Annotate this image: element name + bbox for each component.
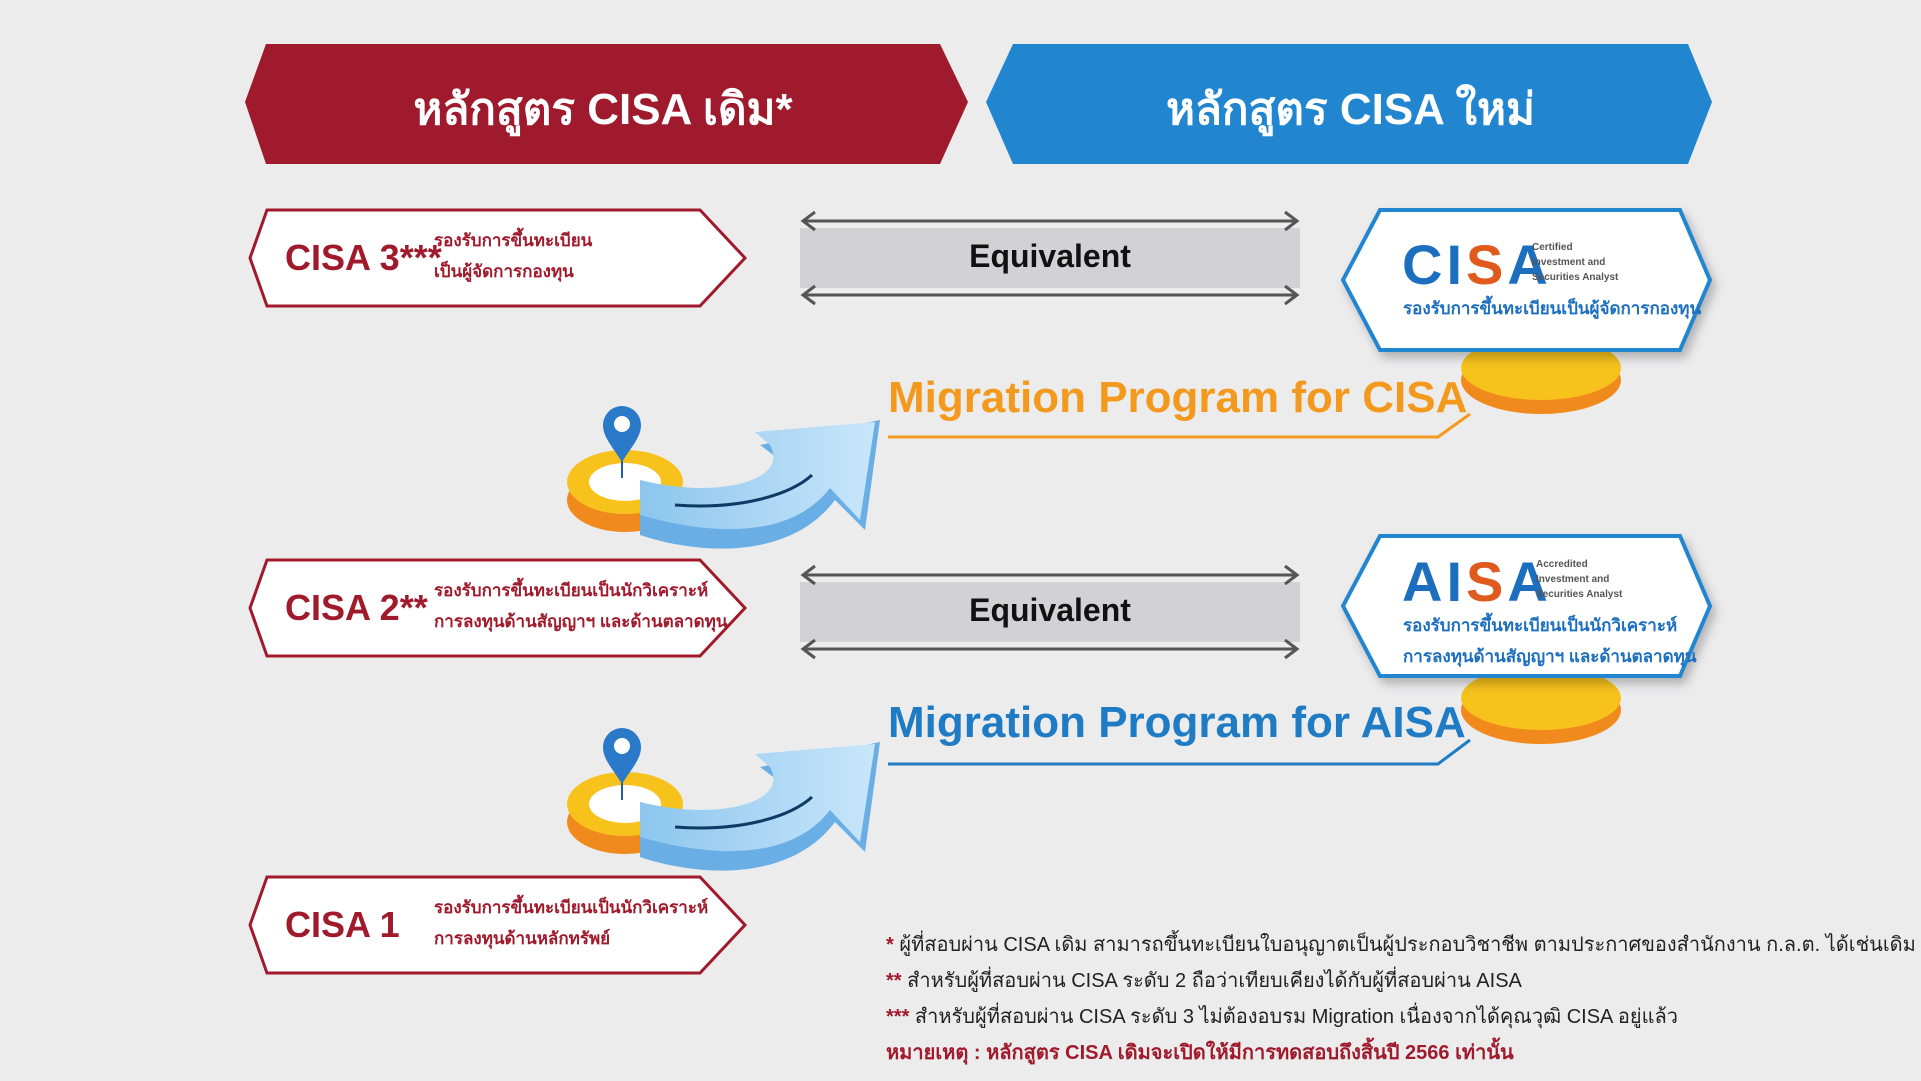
gold-coin-aisa <box>1461 666 1621 744</box>
cisa-logo-letters: CI <box>1402 233 1466 296</box>
cisa2-desc-line1: รองรับการขึ้นทะเบียนเป็นนักวิเคราะห์ <box>434 581 709 600</box>
aisa-badge-desc-line2: การลงทุนด้านสัญญาฯ และด้านตลาดทุน <box>1403 647 1697 666</box>
aisa-logo: AISA <box>1402 549 1552 614</box>
cisa-logo: CISA <box>1402 232 1552 297</box>
aisa-subtitle-line3: Securities Analyst <box>1536 589 1623 600</box>
old-curriculum-title: หลักสูตร CISA เดิม* <box>413 85 793 134</box>
footnote-1: * ผู้ที่สอบผ่าน CISA เดิม สามารถขึ้นทะเบ… <box>886 928 1916 960</box>
cisa3-desc-line1: รองรับการขึ้นทะเบียน <box>434 231 593 250</box>
aisa-badge-desc-line1: รองรับการขึ้นทะเบียนเป็นนักวิเคราะห์ <box>1403 616 1678 635</box>
cisa2-box <box>248 558 748 658</box>
cisa-subtitle-line2: Investment and <box>1532 257 1606 268</box>
equivalent-label-1: Equivalent <box>969 238 1131 274</box>
cisa-logo-a: A <box>1507 233 1552 296</box>
cisa-subtitle-line3: Securities Analyst <box>1532 272 1619 283</box>
footnote-2: ** สำหรับผู้ที่สอบผ่าน CISA ระดับ 2 ถือว… <box>886 964 1522 996</box>
footnote-3-mark: *** <box>886 1006 910 1028</box>
cisa1-desc-line1: รองรับการขึ้นทะเบียนเป็นนักวิเคราะห์ <box>434 898 709 917</box>
aisa-badge-desc: รองรับการขึ้นทะเบียนเป็นนักวิเคราะห์ การ… <box>1403 610 1696 672</box>
cisa3-box <box>248 208 748 308</box>
aisa-logo-subtitle: Accredited Investment and Securities Ana… <box>1536 557 1622 602</box>
aisa-badge <box>1340 534 1713 678</box>
equivalent-bar-1 <box>800 210 1300 306</box>
migration-aisa-leader <box>888 738 1471 766</box>
aisa-logo-a: A <box>1507 550 1552 613</box>
aisa-logo-letters: AI <box>1402 550 1466 613</box>
aisa-subtitle-line2: Investment and <box>1536 574 1610 585</box>
footnote-2-text: สำหรับผู้ที่สอบผ่าน CISA ระดับ 2 ถือว่าเ… <box>907 970 1522 992</box>
equivalent-bar-2 <box>800 564 1300 660</box>
equivalent-label-2: Equivalent <box>969 592 1131 628</box>
migration-arrow-aisa <box>567 728 880 871</box>
footnote-3: *** สำหรับผู้ที่สอบผ่าน CISA ระดับ 3 ไม่… <box>886 1000 1678 1032</box>
footnote-2-mark: ** <box>886 970 902 992</box>
remark-note: หมายเหตุ : หลักสูตร CISA เดิมจะเปิดให้มี… <box>886 1042 1514 1064</box>
migration-aisa-title: Migration Program for AISA <box>888 698 1466 747</box>
cisa-subtitle-line1: Certified <box>1532 242 1573 253</box>
migration-cisa-leader <box>888 412 1471 439</box>
cisa1-box <box>248 875 748 975</box>
cisa-logo-s: S <box>1466 233 1508 296</box>
footnote-1-mark: * <box>886 934 894 956</box>
migration-arrow-cisa <box>567 406 880 549</box>
cisa2-desc: รองรับการขึ้นทะเบียนเป็นนักวิเคราะห์ การ… <box>434 575 727 637</box>
cisa3-desc-line2: เป็นผู้จัดการกองทุน <box>434 262 574 281</box>
cisa1-desc: รองรับการขึ้นทะเบียนเป็นนักวิเคราะห์ การ… <box>434 892 708 954</box>
new-curriculum-banner <box>986 44 1712 164</box>
cisa2-desc-line2: การลงทุนด้านสัญญาฯ และด้านตลาดทุน <box>434 612 728 631</box>
cisa2-label: CISA 2** <box>285 587 428 628</box>
cisa-badge <box>1340 208 1713 352</box>
old-curriculum-banner <box>245 44 968 164</box>
cisa1-desc-line2: การลงทุนด้านหลักทรัพย์ <box>434 929 611 948</box>
footnote-1-text: ผู้ที่สอบผ่าน CISA เดิม สามารถขึ้นทะเบีย… <box>899 934 1916 956</box>
cisa3-label: CISA 3*** <box>285 237 442 278</box>
new-curriculum-title: หลักสูตร CISA ใหม่ <box>1165 85 1536 134</box>
migration-cisa-title: Migration Program for CISA <box>888 373 1468 422</box>
cisa-badge-desc: รองรับการขึ้นทะเบียนเป็นผู้จัดการกองทุน <box>1403 293 1701 324</box>
cisa3-desc: รองรับการขึ้นทะเบียน เป็นผู้จัดการกองทุน <box>434 225 592 287</box>
footnote-3-text: สำหรับผู้ที่สอบผ่าน CISA ระดับ 3 ไม่ต้อง… <box>914 1006 1678 1028</box>
cisa-logo-subtitle: Certified Investment and Securities Anal… <box>1532 240 1618 285</box>
aisa-logo-s: S <box>1466 550 1508 613</box>
cisa-badge-desc-line1: รองรับการขึ้นทะเบียนเป็นผู้จัดการกองทุน <box>1403 299 1702 318</box>
cisa1-label: CISA 1 <box>285 904 400 945</box>
aisa-subtitle-line1: Accredited <box>1536 559 1588 570</box>
